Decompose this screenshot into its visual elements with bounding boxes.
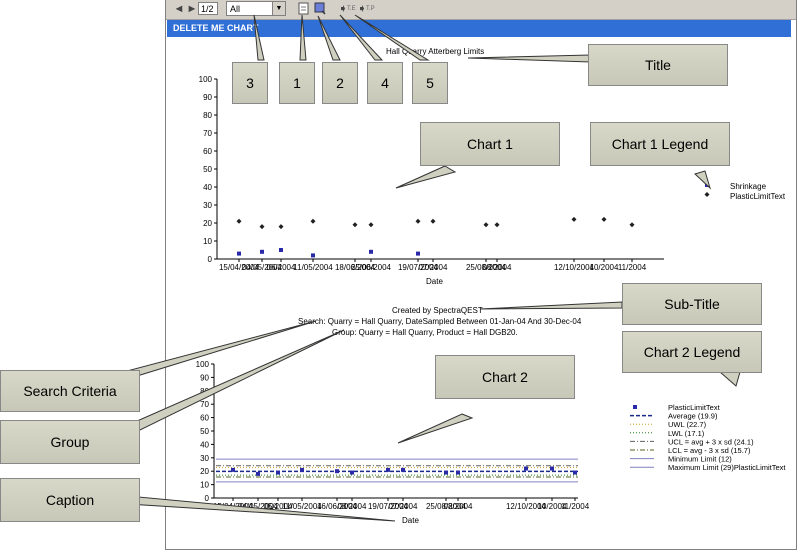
callout-search-criteria: Search Criteria [0,370,140,412]
callout-1: 1 [279,62,315,104]
callout-group: Group [0,420,140,464]
arrow-next-icon[interactable]: ➧ [357,3,367,15]
callout-chart2: Chart 2 [435,355,575,399]
next-label: T.P [366,6,375,12]
callout-chart1: Chart 1 [420,122,560,166]
report-title-bar: DELETE ME CHART [167,20,791,37]
group-select-value: All [230,4,241,14]
print-icon[interactable] [313,2,327,16]
callout-chart1-legend: Chart 1 Legend [590,122,730,166]
chart1-title: Hall Quarry Atterberg Limits [386,47,485,56]
caption-created-by: Created by SpectraQEST [392,306,483,315]
callout-3: 3 [232,62,268,104]
chevron-down-icon[interactable]: ▼ [272,2,285,15]
search-criteria-text: Search: Quarry = Hall Quarry, DateSample… [298,317,582,326]
callout-4: 4 [367,62,403,104]
previous-page-icon[interactable]: ◄ [173,3,185,15]
callout-caption: Caption [0,478,140,522]
group-text: Group: Quarry = Hall Quarry, Product = H… [332,328,518,337]
callout-title: Title [588,44,728,86]
chart1-xlabel: Date [426,277,443,286]
callout-5: 5 [412,62,448,104]
chart1-legend-item: PlasticLimitText [730,192,786,201]
chart1-legend-item: Shrinkage [730,182,767,191]
viewer-toolbar: ◄ ► 1/2 All ▼ ➧ T.E ➧ T.P [166,0,796,20]
callout-subtitle: Sub-Title [622,283,762,325]
export-document-icon[interactable] [297,2,311,16]
arrow-right-icon[interactable]: ➧ [338,3,348,15]
callout-chart2-legend: Chart 2 Legend [622,331,762,373]
page-number-input[interactable]: 1/2 [198,2,218,15]
callout-2: 2 [322,62,358,104]
group-select[interactable]: All ▼ [226,1,286,16]
report-title: DELETE ME CHART [173,23,259,33]
export-label: T.E [347,6,356,12]
chart2-xlabel: Date [402,516,419,525]
next-page-icon[interactable]: ► [186,3,198,15]
